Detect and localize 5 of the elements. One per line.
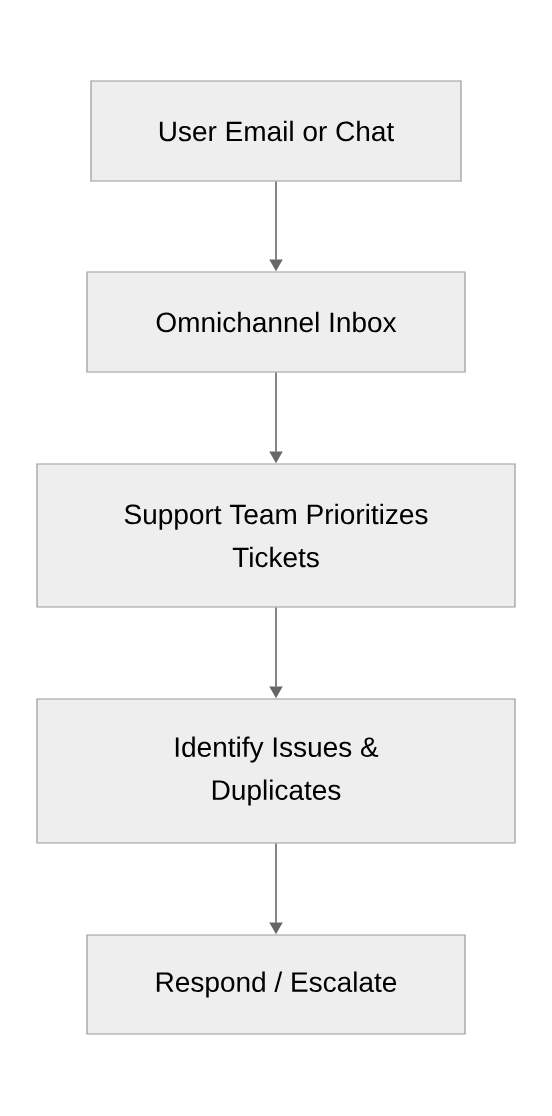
process-box: Support Team Prioritizes Tickets (36, 463, 516, 608)
process-box: Omnichannel Inbox (86, 271, 466, 373)
process-box: Identify Issues & Duplicates (36, 698, 516, 844)
process-box: User Email or Chat (90, 80, 462, 182)
process-box: Respond / Escalate (86, 934, 466, 1035)
